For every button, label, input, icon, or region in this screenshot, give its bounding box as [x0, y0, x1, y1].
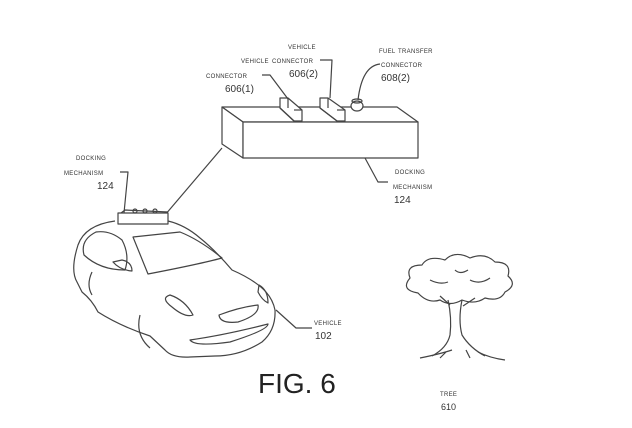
- fuel-transfer-connector-label: Fuel transfer: [379, 46, 433, 55]
- vehicle-connector-1-label: connector: [206, 71, 248, 80]
- tree-ref: 610: [441, 402, 457, 412]
- leader-line: [275, 309, 312, 329]
- vehicle-connector-2-label: Vehicle: [288, 42, 316, 51]
- vehicle-connector-2-label: connector: [272, 56, 314, 65]
- vehicle-label: Vehicle: [314, 318, 342, 327]
- docking-mechanism-left-label: mechanism: [64, 168, 104, 177]
- docking-mechanism-right-ref: 124: [394, 195, 411, 206]
- docking-mechanism-box: [221, 106, 419, 159]
- docking-mechanism-right-label: mechanism: [393, 182, 433, 191]
- docking-mechanism-right-label: Docking: [395, 167, 426, 176]
- vehicle-connector-1-ref: 606(1): [225, 84, 254, 95]
- docking-mechanism-left-ref: 124: [97, 181, 114, 192]
- leader-line: [320, 59, 333, 99]
- tree-label: Tree: [440, 389, 458, 398]
- vehicle-drawing: [73, 208, 276, 358]
- vehicle-connector-2-ref: 606(2): [289, 69, 318, 80]
- fuel-transfer-connector-label: connector: [381, 60, 423, 69]
- leader-line: [262, 74, 289, 100]
- connection-line: [164, 147, 223, 216]
- leader-line: [357, 63, 381, 101]
- vehicle-connector-1-label: Vehicle: [241, 56, 269, 65]
- fuel-transfer-connector-shape: [350, 98, 364, 112]
- figure-title: FIG. 6: [258, 368, 336, 399]
- tree-drawing: [405, 253, 513, 361]
- vehicle-ref: 102: [315, 331, 332, 342]
- docking-mechanism-left-label: Docking: [76, 153, 107, 162]
- leader-line: [120, 171, 129, 214]
- fuel-transfer-connector-ref: 608(2): [381, 73, 410, 84]
- vehicle-connector-2-shape: [319, 97, 346, 122]
- leader-line: [364, 157, 388, 183]
